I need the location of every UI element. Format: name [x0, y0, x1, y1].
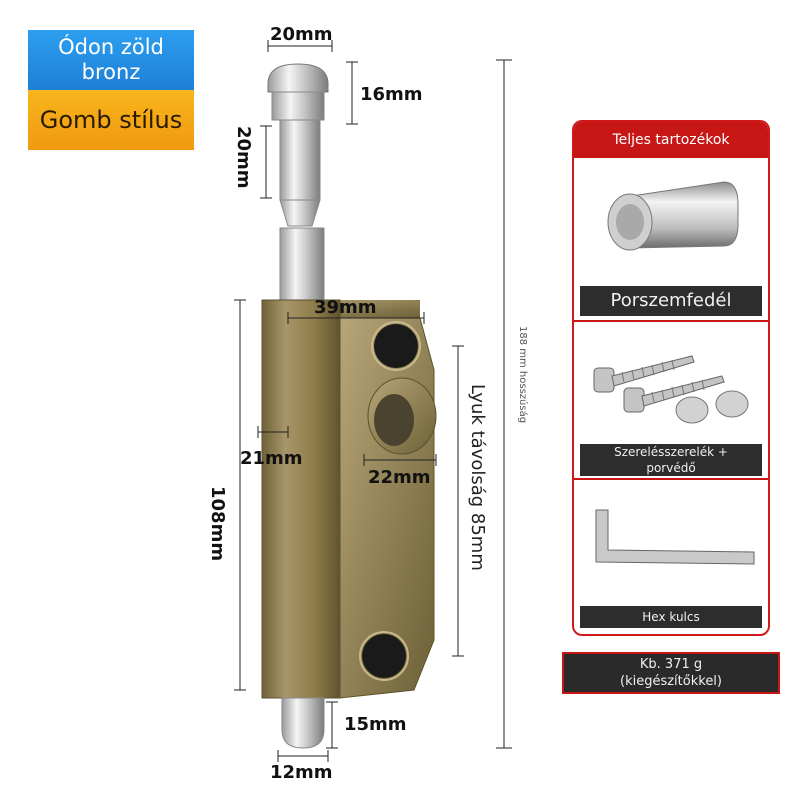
weight-note: (kiegészítőkkel): [620, 674, 722, 689]
dust-cover-label: Porszemfedél: [580, 286, 762, 316]
dimension-lines: [234, 40, 512, 762]
weight-value: Kb. 371 g: [639, 657, 703, 672]
bottom-pin: [281, 697, 325, 749]
weight-box: Kb. 371 g (kiegészítőkkel): [562, 652, 780, 694]
dim-knob-width: 20mm: [270, 24, 333, 45]
divider: [574, 478, 768, 480]
finish-label: Ódon zöld bronz: [58, 35, 164, 84]
screws-label: Szerelésszerelék + porvédő: [580, 444, 762, 476]
screws-label-line2: porvédő: [646, 461, 696, 475]
divider: [574, 320, 768, 322]
hex-key-image: [595, 509, 755, 565]
barrel-bolt-illustration: [234, 40, 512, 762]
style-label: Gomb stílus: [39, 106, 183, 134]
bolt-shaft: [279, 119, 325, 301]
dim-body-width: 39mm: [314, 297, 377, 318]
screws-label-line1: Szerelésszerelék +: [614, 445, 728, 459]
hex-key-label: Hex kulcs: [580, 606, 762, 628]
screws-image: [593, 355, 749, 424]
dust-cover-image: [607, 181, 739, 251]
dim-knob-height: 16mm: [360, 84, 423, 105]
dim-neck-height: 20mm: [233, 126, 254, 189]
dim-pin-length: 15mm: [344, 714, 407, 735]
dim-body-length: 108mm: [207, 486, 228, 562]
finish-badge: Ódon zöld bronz: [28, 30, 194, 90]
knob: [267, 63, 329, 121]
dim-body-side: 21mm: [240, 448, 303, 469]
bolt-body: [261, 299, 437, 699]
accessories-header: Teljes tartozékok: [574, 122, 768, 158]
dim-hole-distance: Lyuk távolság 85mm: [467, 384, 488, 571]
dim-knob-base: 22mm: [368, 467, 431, 488]
style-badge: Gomb stílus: [28, 90, 194, 150]
dim-total-length: 188 mm hosszúság: [517, 326, 528, 424]
dim-pin-diameter: 12mm: [270, 762, 333, 783]
accessories-panel: Teljes tartozékok Porszemfedél Sze: [572, 120, 770, 636]
